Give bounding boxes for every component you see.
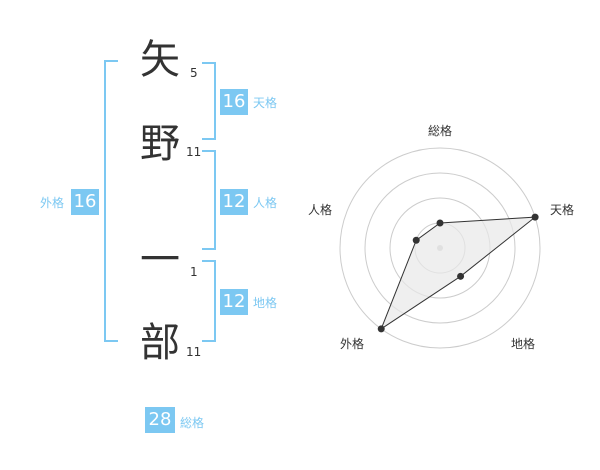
jinkaku-value-badge: 12 (220, 189, 248, 215)
stroke-count-4: 11 (186, 345, 202, 359)
stroke-count-1: 5 (190, 66, 198, 80)
gaikaku-value-badge: 16 (71, 189, 99, 215)
chikaku-bracket (202, 260, 216, 342)
radar-point (436, 219, 444, 227)
jinkaku-bracket (202, 150, 216, 250)
radar-axis-label-tenkaku: 天格 (550, 203, 575, 217)
soukaku-value-badge: 28 (145, 407, 175, 433)
chikaku-label: 地格 (253, 296, 278, 310)
radar-point (412, 236, 420, 244)
radar-axis-label-jinkaku: 人格 (308, 203, 333, 217)
radar-polygon (380, 216, 537, 331)
tenkaku-label: 天格 (253, 96, 278, 110)
gaikaku-bracket (104, 60, 118, 342)
name-char-1: 矢 (140, 37, 180, 83)
stroke-count-3: 1 (190, 265, 198, 279)
tenkaku-bracket (202, 62, 216, 140)
radar-point (531, 213, 539, 221)
radar-axis-label-gaikaku: 外格 (340, 337, 365, 351)
radar-ring (339, 147, 541, 349)
name-char-4: 部 (140, 320, 180, 366)
stroke-count-2: 11 (186, 145, 202, 159)
radar-point (457, 272, 465, 280)
gaikaku-label: 外格 (40, 196, 65, 210)
name-char-3: 一 (140, 237, 180, 283)
radar-axis-label-chikaku: 地格 (511, 337, 536, 351)
radar-ring (364, 172, 516, 324)
tenkaku-value-badge: 16 (220, 89, 248, 115)
soukaku-label: 総格 (180, 416, 205, 430)
radar-point (377, 325, 385, 333)
name-char-2: 野 (140, 121, 180, 167)
chikaku-value-badge: 12 (220, 289, 248, 315)
jinkaku-label: 人格 (253, 196, 278, 210)
radar-axis-label-soukaku: 総格 (428, 124, 453, 138)
